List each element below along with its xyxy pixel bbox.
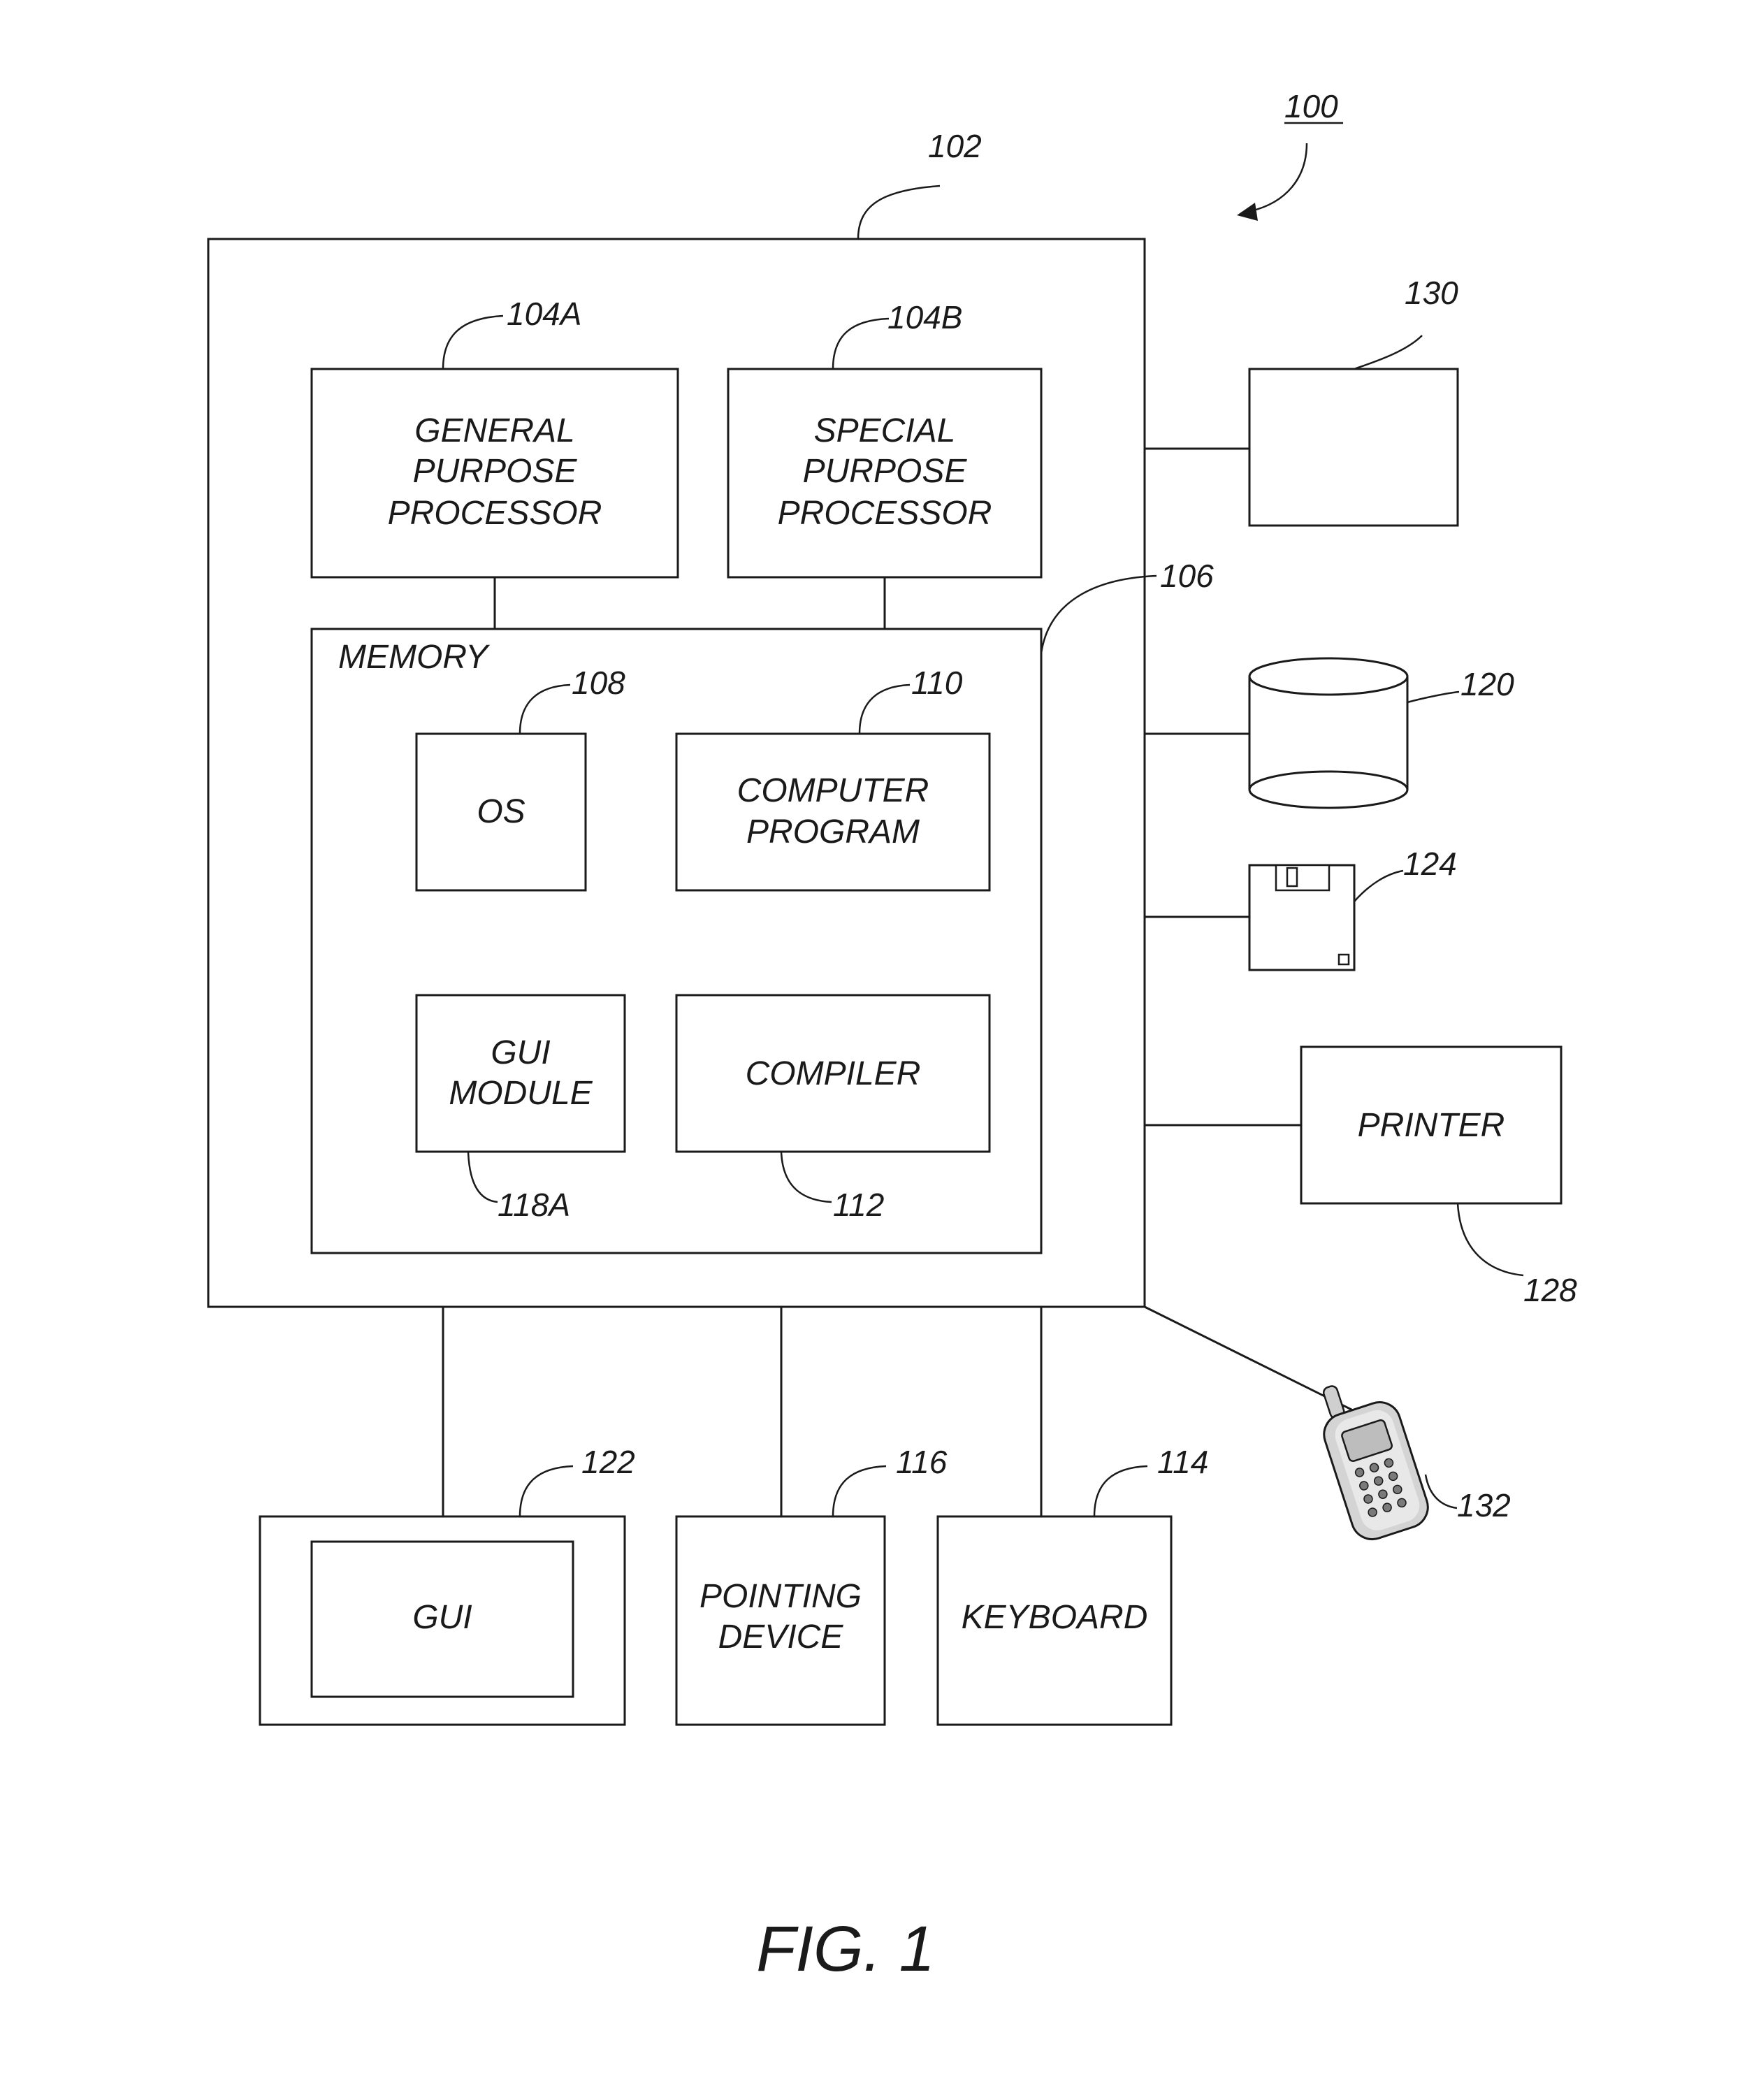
pointing-device-line2: DEVICE — [718, 1619, 844, 1656]
ref-130: 130 — [1405, 275, 1458, 311]
os-label: OS — [477, 793, 525, 830]
ref-114-leader — [1094, 1466, 1147, 1516]
ref-112: 112 — [833, 1187, 884, 1223]
device-130: 130 — [1249, 275, 1458, 526]
pointing-device-line1: POINTING — [699, 1578, 862, 1615]
gui-label: GUI — [412, 1599, 472, 1636]
sp-processor-line3: PROCESSOR — [778, 495, 992, 532]
storage-top-ellipse — [1249, 658, 1407, 695]
gp-processor-line1: GENERAL — [414, 412, 574, 449]
ref-120: 120 — [1460, 666, 1514, 702]
mobile-phone-icon — [1310, 1369, 1433, 1544]
ref-106: 106 — [1160, 558, 1214, 594]
ref-116-leader — [833, 1466, 886, 1516]
ref-118a: 118A — [498, 1187, 570, 1223]
ref-114: 114 — [1157, 1444, 1208, 1480]
ref-104b: 104B — [887, 299, 962, 335]
ref-132: 132 — [1457, 1487, 1511, 1523]
floppy-shutter — [1276, 865, 1329, 890]
sp-processor-line2: PURPOSE — [803, 453, 968, 490]
keyboard-label: KEYBOARD — [962, 1599, 1148, 1636]
ref-102: 102 — [928, 128, 982, 164]
printer: PRINTER 128 — [1301, 1047, 1577, 1308]
ref-122-leader — [520, 1466, 573, 1516]
ref-102-leader — [858, 186, 940, 239]
ref-130-leader — [1354, 335, 1422, 369]
ref-110: 110 — [911, 665, 963, 701]
floppy-write-protect — [1339, 955, 1349, 964]
floppy-shutter-window — [1287, 868, 1297, 886]
keyboard: KEYBOARD 114 — [938, 1444, 1208, 1725]
figure-label: FIG. 1 — [756, 1913, 935, 1985]
gui-module-box — [416, 995, 625, 1152]
ref-100: 100 — [1284, 88, 1338, 124]
ref-108: 108 — [572, 665, 625, 701]
computer-program-line2: PROGRAM — [746, 813, 920, 850]
sp-processor-line1: SPECIAL — [814, 412, 956, 449]
gp-processor-line2: PURPOSE — [413, 453, 578, 490]
computer-program-box — [676, 734, 989, 890]
ref-128: 128 — [1523, 1272, 1577, 1308]
ref-100-arrowhead — [1237, 203, 1258, 221]
gui-display: GUI 122 — [260, 1444, 635, 1725]
gui-module-line1: GUI — [491, 1034, 550, 1071]
storage-cylinder: 120 — [1249, 658, 1514, 808]
system-reference: 100 — [1237, 88, 1343, 221]
ref-124-leader — [1354, 871, 1403, 901]
ref-132-leader — [1426, 1475, 1457, 1508]
ref-100-arrow-curve — [1251, 143, 1307, 211]
floppy-disk: 124 — [1249, 846, 1457, 970]
computer-program-line1: COMPUTER — [737, 772, 929, 809]
ref-120-leader — [1407, 692, 1459, 702]
printer-label: PRINTER — [1358, 1107, 1505, 1144]
compiler-label: COMPILER — [746, 1055, 921, 1092]
memory-box — [312, 629, 1041, 1253]
ref-122: 122 — [581, 1444, 635, 1480]
memory-label: MEMORY — [338, 639, 490, 676]
ref-124: 124 — [1403, 846, 1457, 882]
ref-104a: 104A — [507, 296, 581, 332]
ref-116: 116 — [896, 1444, 948, 1480]
ref-128-leader — [1458, 1203, 1523, 1275]
storage-bottom-ellipse — [1249, 772, 1407, 808]
gui-module-line2: MODULE — [449, 1075, 593, 1112]
device-130-box — [1249, 369, 1458, 526]
pointing-device: POINTING DEVICE 116 — [676, 1444, 948, 1725]
gp-processor-line3: PROCESSOR — [388, 495, 602, 532]
